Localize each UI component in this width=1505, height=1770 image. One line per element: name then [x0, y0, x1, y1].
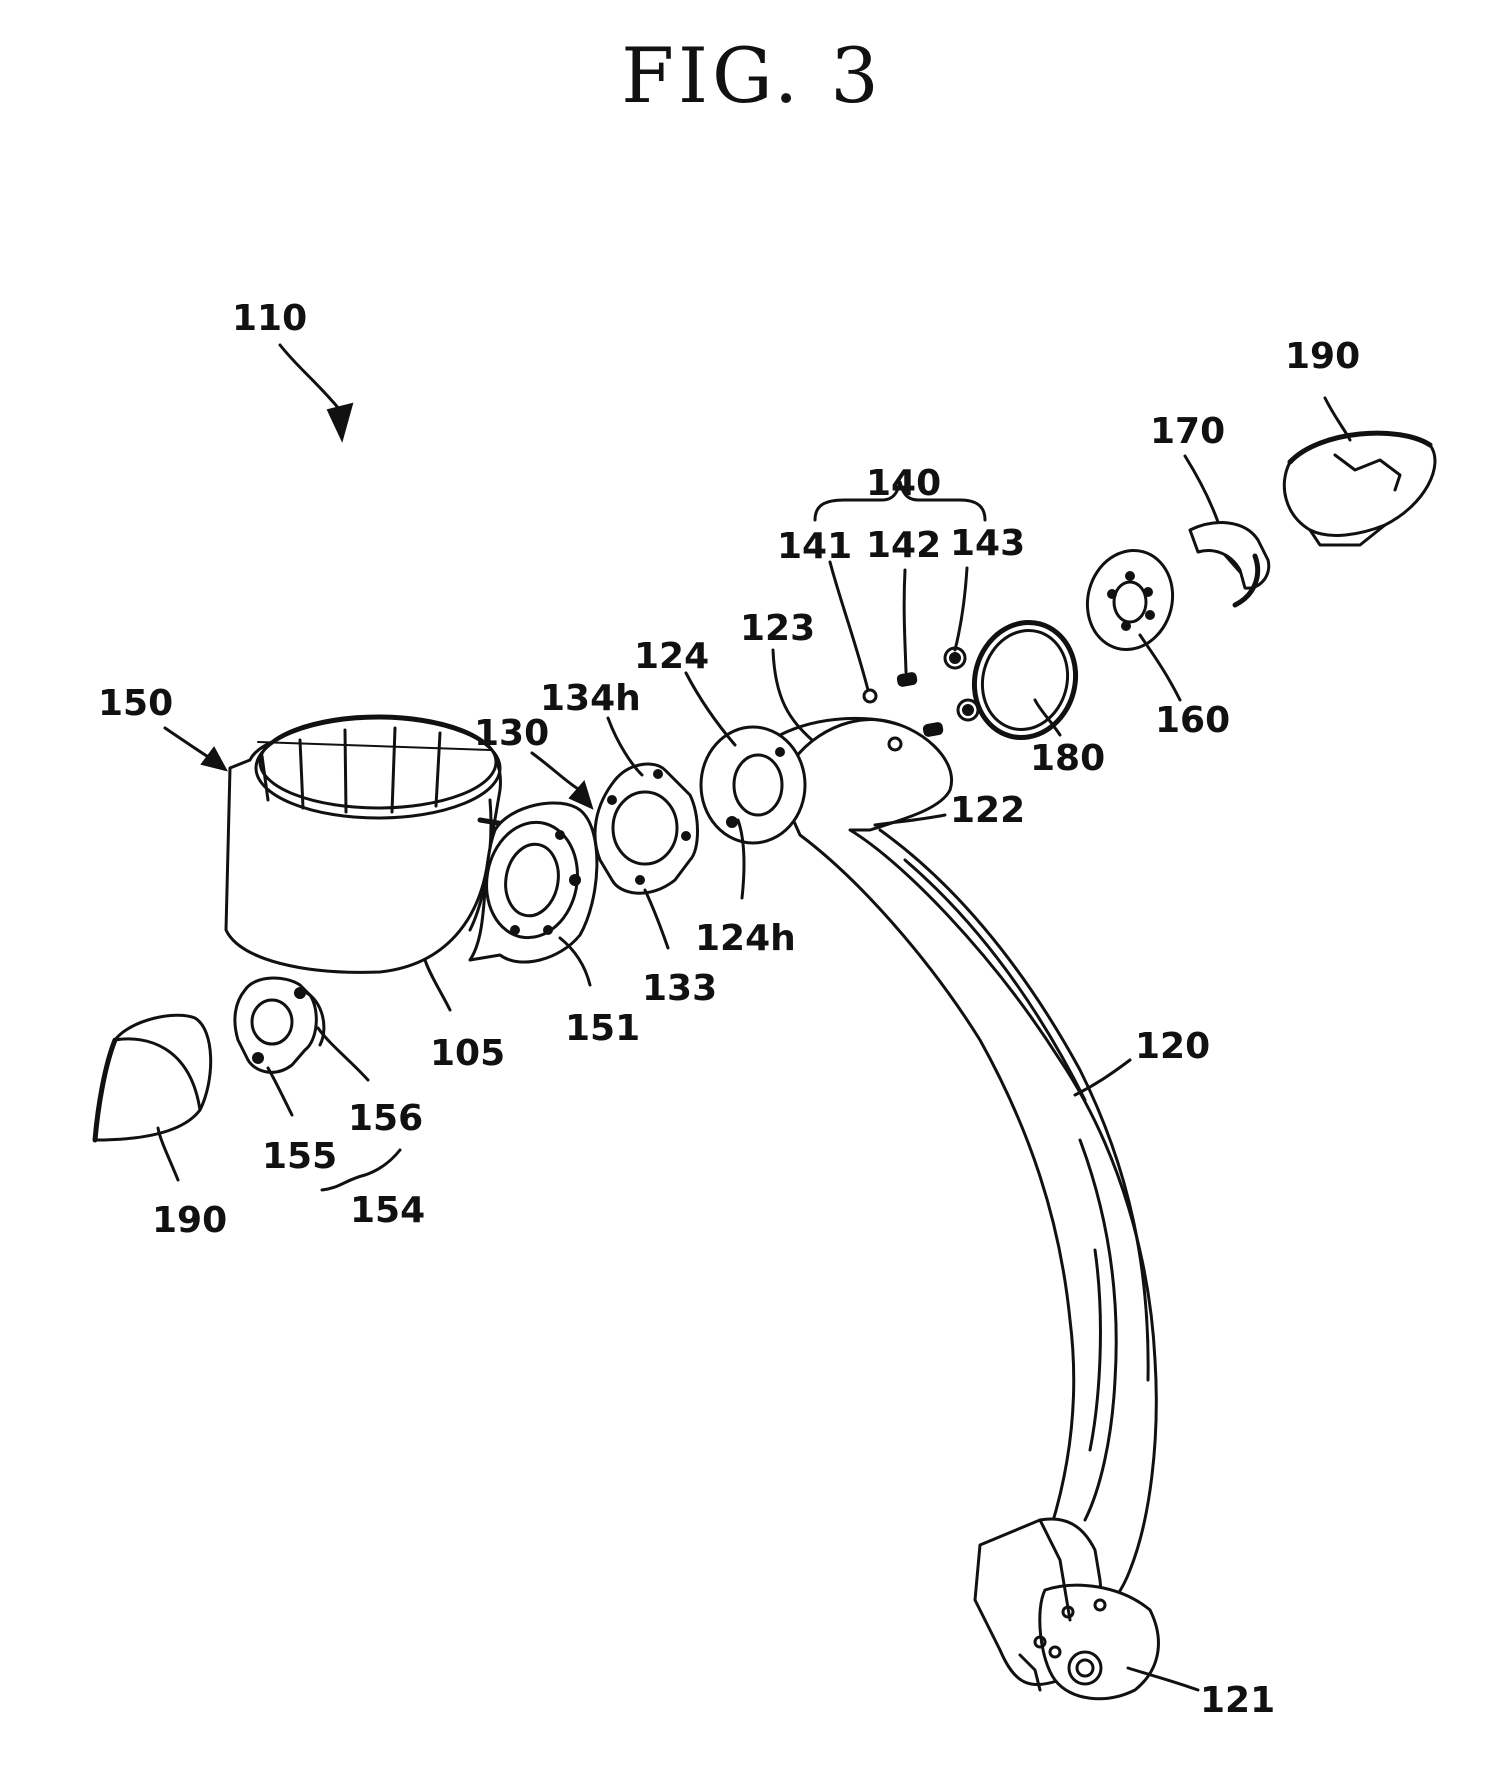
disc-160 [1076, 541, 1183, 659]
label-190-top: 190 [1285, 336, 1360, 377]
label-124: 124 [634, 636, 709, 677]
figure-title: FIG. 3 [621, 31, 882, 120]
label-160: 160 [1155, 700, 1230, 741]
arm-120 [701, 718, 1156, 1625]
cap-190-bottom [95, 1015, 211, 1140]
label-156: 156 [348, 1098, 423, 1139]
label-180: 180 [1030, 738, 1105, 779]
label-134h: 134h [540, 678, 641, 719]
label-122: 122 [950, 790, 1025, 831]
label-120: 120 [1135, 1026, 1210, 1067]
label-142: 142 [866, 525, 941, 566]
label-190-bottom: 190 [152, 1200, 227, 1241]
label-133: 133 [642, 968, 717, 1009]
nut-154 [235, 978, 324, 1072]
clip-170 [1190, 523, 1269, 605]
cap-190-top [1284, 433, 1435, 545]
label-154: 154 [350, 1190, 425, 1231]
label-170: 170 [1150, 411, 1225, 452]
label-110: 110 [232, 298, 307, 339]
label-105: 105 [430, 1033, 505, 1074]
label-121: 121 [1200, 1680, 1275, 1721]
label-141: 141 [777, 526, 852, 567]
label-130: 130 [474, 713, 549, 754]
leader-150 [165, 728, 226, 770]
plate-133 [595, 764, 698, 893]
leader-130 [532, 753, 592, 808]
label-151: 151 [565, 1008, 640, 1049]
ring-180 [962, 611, 1089, 749]
label-143: 143 [950, 523, 1025, 564]
label-150: 150 [98, 683, 173, 724]
label-155: 155 [262, 1136, 337, 1177]
label-140: 140 [866, 463, 941, 504]
label-124h: 124h [695, 918, 796, 959]
leader-110 [280, 345, 352, 440]
label-123: 123 [740, 608, 815, 649]
